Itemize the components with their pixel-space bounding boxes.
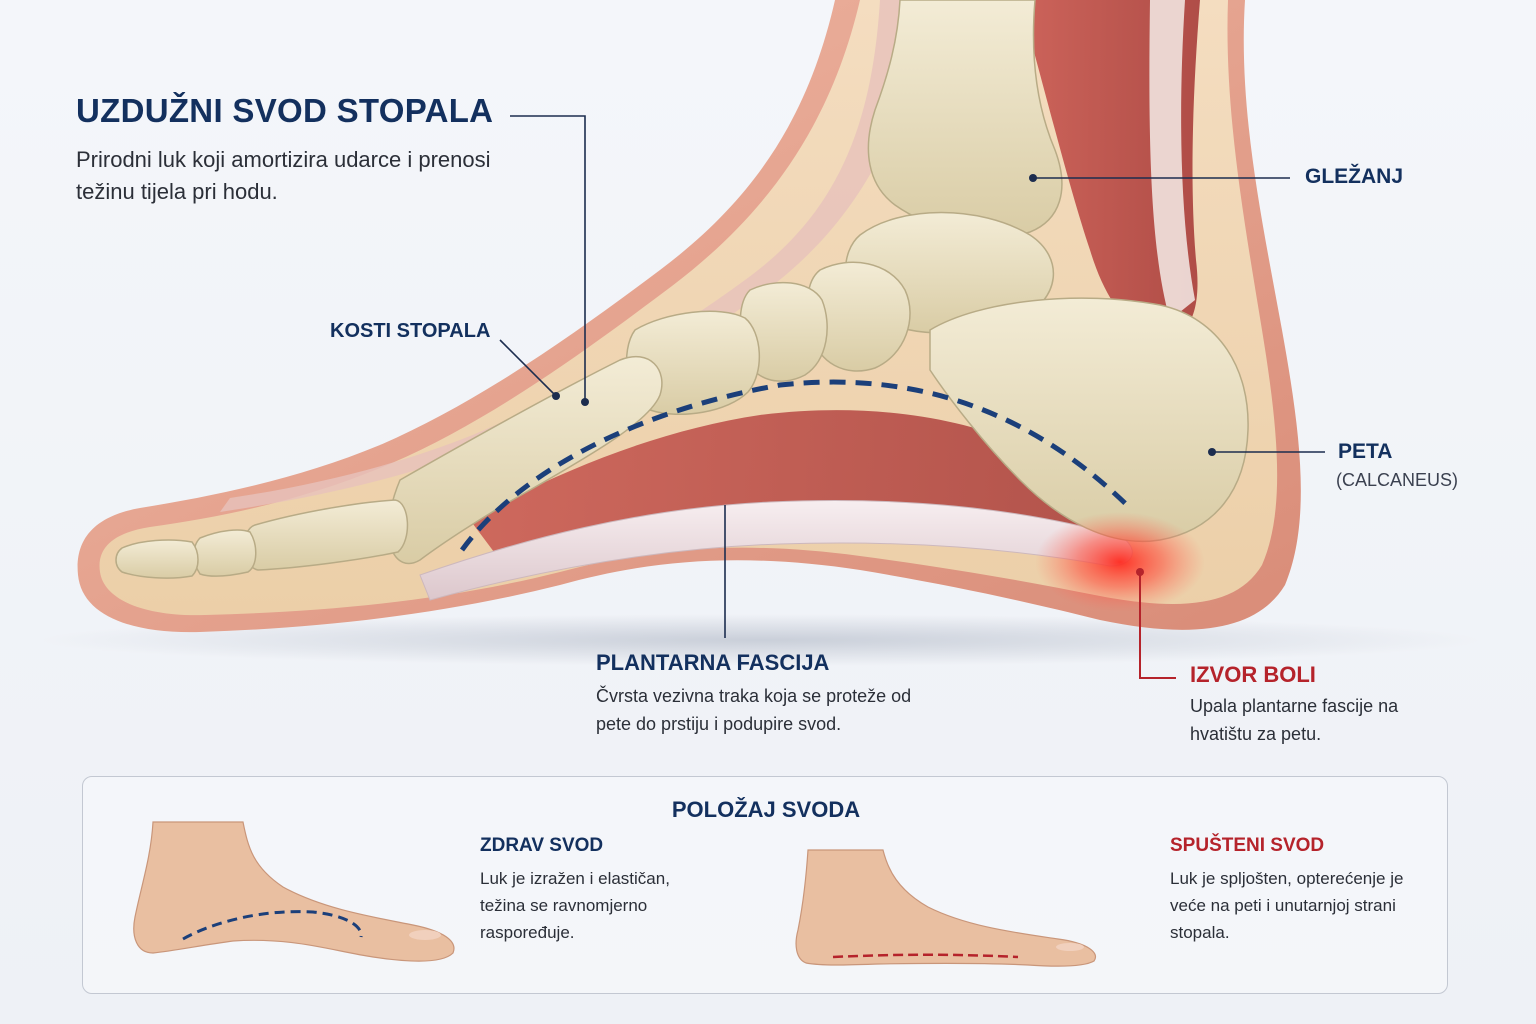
ankle-leader-dot <box>1029 174 1037 182</box>
fallen-arch-foot <box>795 849 1097 967</box>
leader-dots <box>552 174 1216 456</box>
heel-leader-dot <box>1208 448 1216 456</box>
healthy-foot-shape <box>133 821 455 962</box>
pain-source-label: IZVOR BOLI <box>1190 662 1316 687</box>
fallen-arch-description: Luk je spljošten, opterećenje je veće na… <box>1170 869 1404 942</box>
bones-leader-dot <box>552 392 560 400</box>
fallen-arch-label: SPUŠTENI SVOD <box>1170 835 1325 856</box>
distal-phalanx <box>115 539 199 579</box>
dorsal-tendon <box>220 0 930 512</box>
heel-label: PETA <box>1338 440 1393 463</box>
fallen-foot-shape <box>795 849 1097 967</box>
page-title: UZDUŽNI SVOD STOPALA <box>76 92 494 129</box>
plantar-fascia-label: PLANTARNA FASCIJA <box>596 650 830 675</box>
pain-glow <box>1035 512 1205 612</box>
bones-leader-line <box>499 339 556 396</box>
tibia-bone <box>867 0 1063 238</box>
comparison-title: POLOŽAJ SVODA <box>671 797 861 822</box>
foot-bones-label: KOSTI STOPALA <box>330 320 491 342</box>
ground-shadow <box>40 614 1480 666</box>
pain-source-description: Upala plantarne fascije na hvatištu za p… <box>1190 696 1399 744</box>
healthy-arch-dashed-line <box>182 910 363 941</box>
arch-dashed-line <box>459 379 1132 552</box>
middle-phalanx <box>193 529 257 577</box>
calcaneus-bone <box>929 297 1249 542</box>
pain-leader-dot <box>1136 568 1144 576</box>
fallen-arch-dashed-line <box>832 953 1019 959</box>
achilles-tendon <box>1149 0 1195 320</box>
healthy-arch-foot <box>133 821 455 962</box>
fallen-toenail <box>1056 943 1084 951</box>
pain-leader-line <box>1139 572 1176 679</box>
arch-comparison-panel: POLOŽAJ SVODA ZDRAV SVOD Luk je izražen … <box>82 776 1448 994</box>
healthy-arch-label: ZDRAV SVOD <box>480 835 604 856</box>
foot-anatomy-illustration <box>40 0 1480 679</box>
healthy-toenail <box>409 930 441 940</box>
title-leader-line <box>510 115 586 400</box>
page-subtitle: Prirodni luk koji amortizira udarce i pr… <box>76 147 491 204</box>
title-leader-dot <box>581 398 589 406</box>
ankle-label: GLEŽANJ <box>1305 165 1404 188</box>
leader-lines <box>499 115 1325 638</box>
healthy-arch-description: Luk je izražen i elastičan, težina se ra… <box>480 869 670 942</box>
heel-latin-label: (CALCANEUS) <box>1336 470 1459 490</box>
plantar-fascia-description: Čvrsta vezivna traka koja se proteže od … <box>596 686 912 734</box>
metatarsal-bone <box>387 355 663 565</box>
